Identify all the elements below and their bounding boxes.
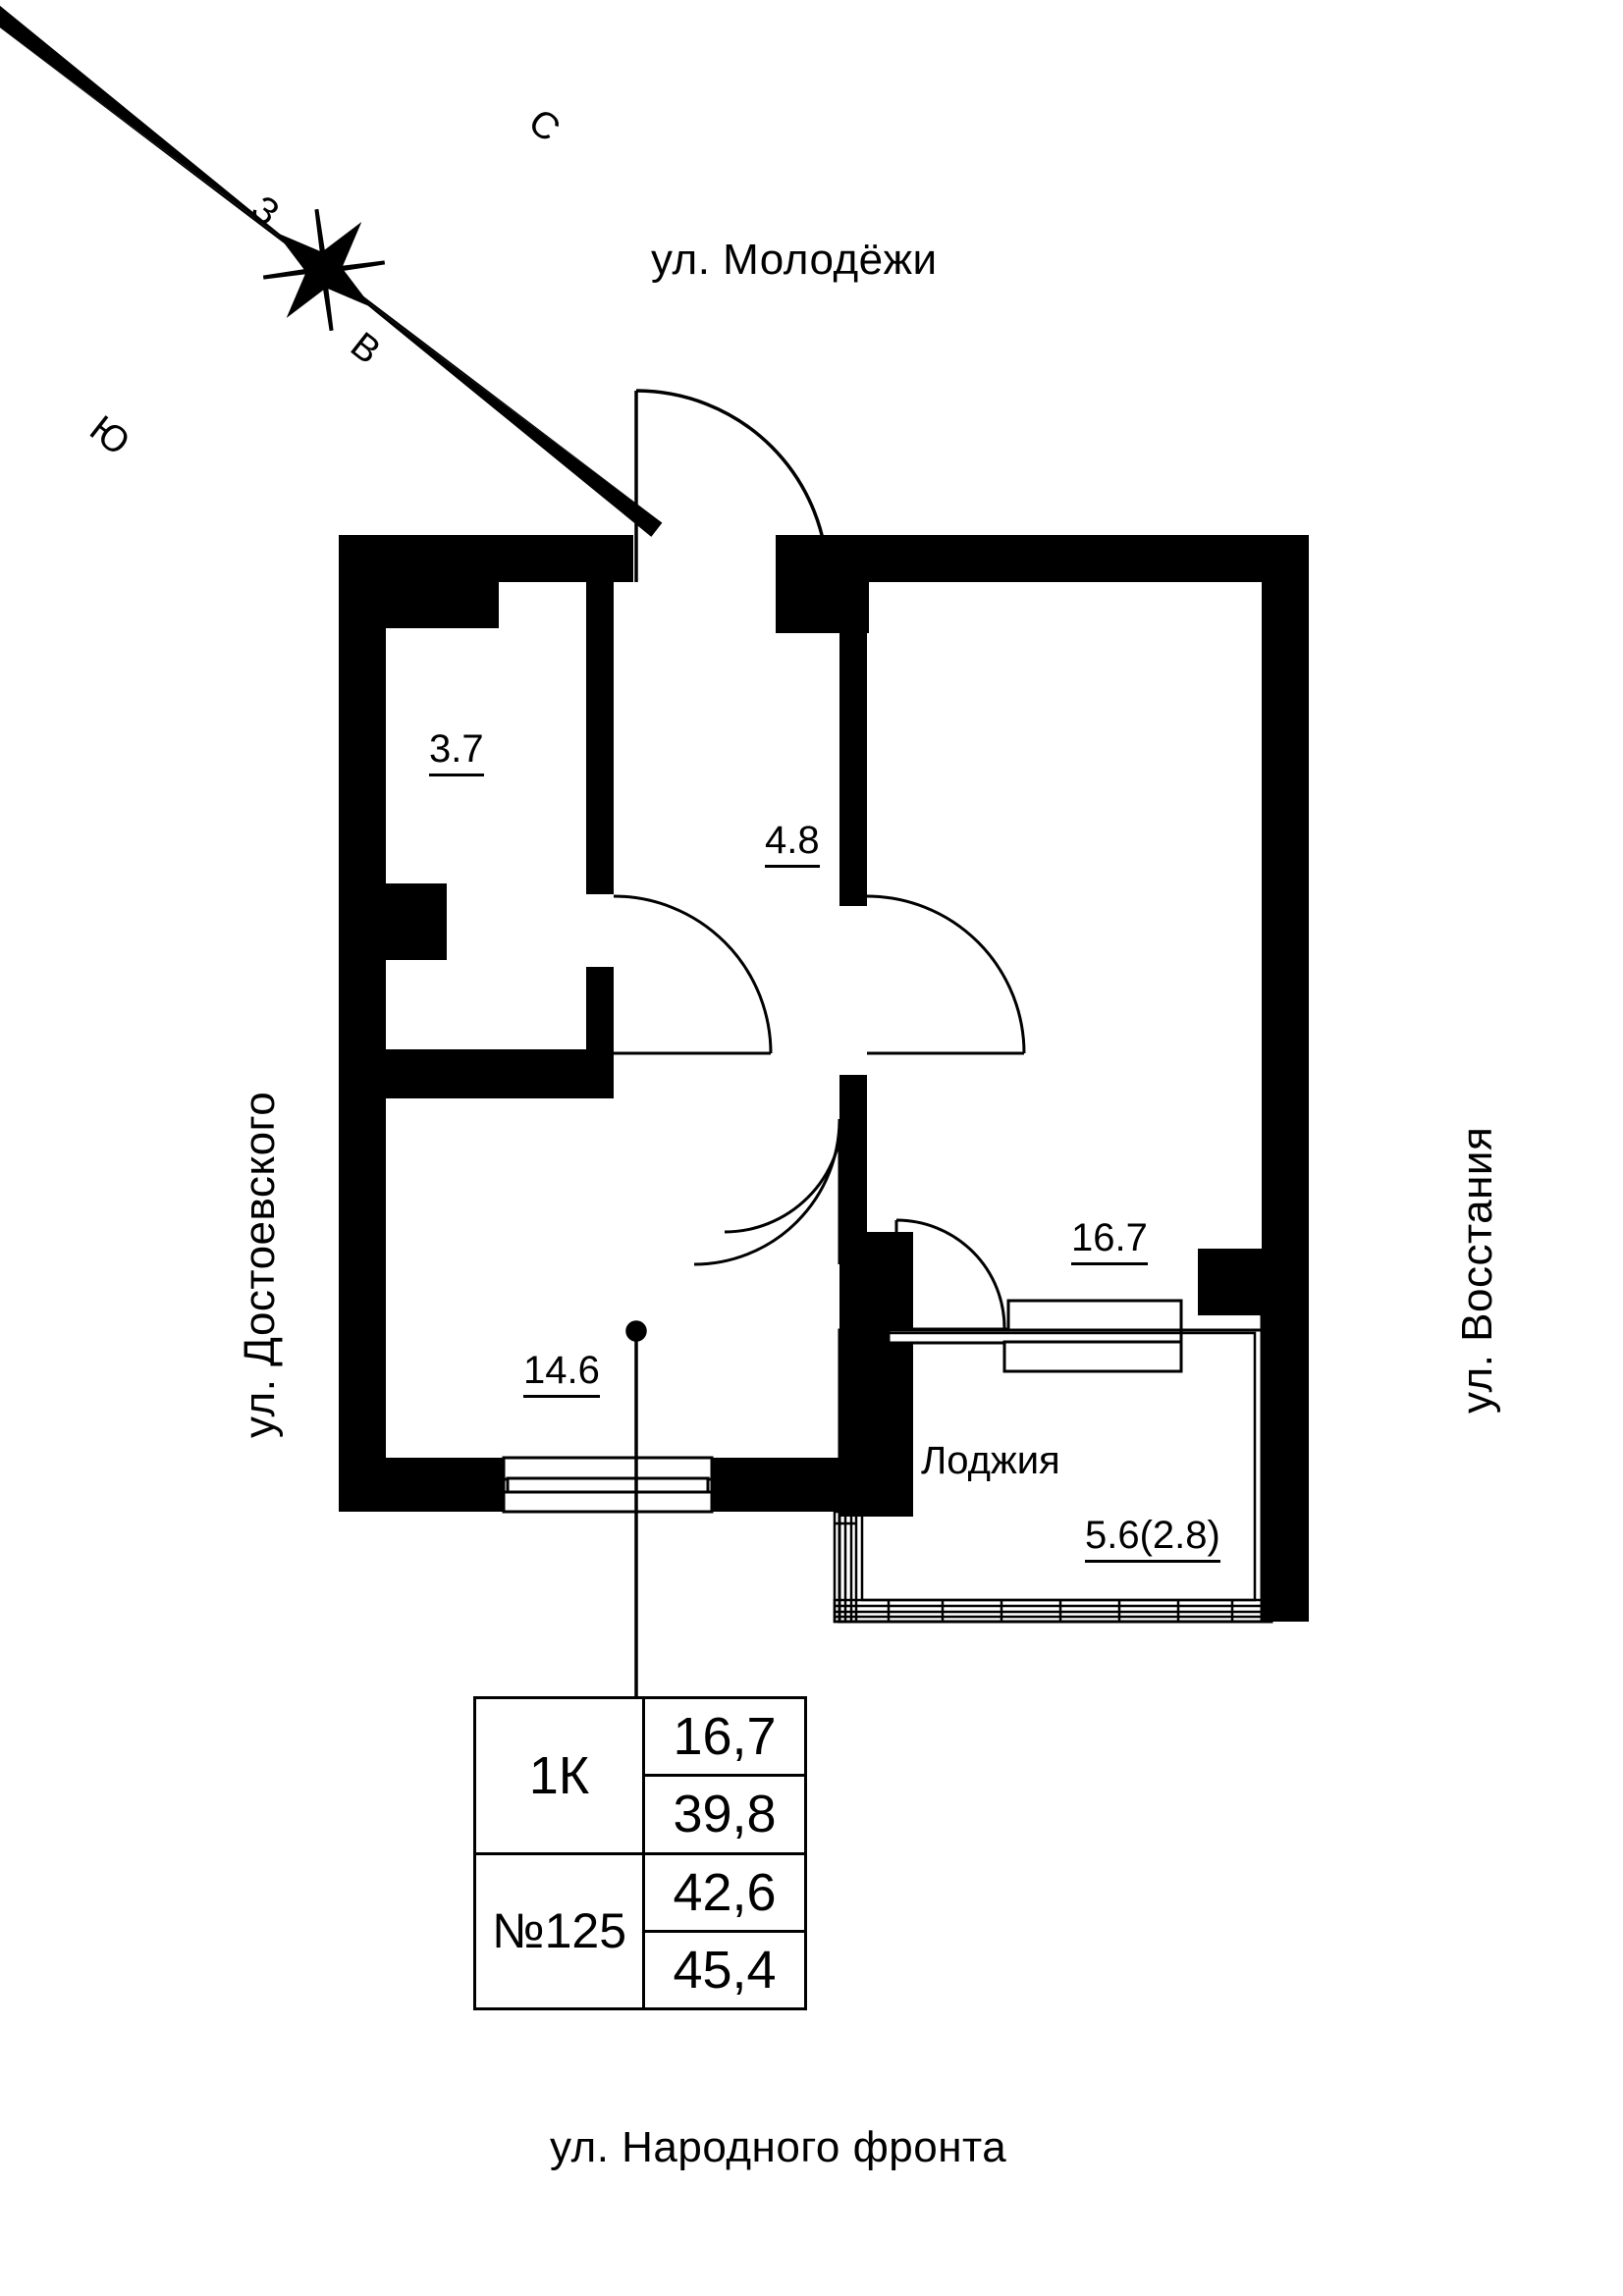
street-label-top: ул. Молодёжи	[651, 236, 938, 284]
compass-rose	[0, 3, 663, 537]
kitchen-room-door	[693, 1113, 844, 1266]
apartment-number-cell: №125	[491, 1903, 627, 1959]
entrance-door	[634, 389, 830, 583]
apartment-info-table: 1К №125 16,7 39,8 42,6 45,4	[473, 1696, 807, 2010]
area-label-bathroom: 3.7	[429, 728, 484, 776]
leader-line	[625, 1320, 647, 1696]
kitchen-window	[502, 1456, 714, 1514]
area-total-1-cell: 42,6	[645, 1855, 804, 1933]
apartment-type-cell: 1К	[476, 1699, 642, 1855]
loggia-glazing-bottom	[833, 1598, 1273, 1624]
street-label-right: ул. Восстания	[1453, 1126, 1501, 1414]
area-label-hallway: 4.8	[765, 820, 820, 868]
area-total-2-cell: 45,4	[673, 1940, 777, 2000]
living-room-door	[866, 894, 1026, 1055]
area-label-living-room: 16.7	[1071, 1217, 1148, 1265]
living-room-window	[887, 1299, 1183, 1373]
room-name-loggia: Лоджия	[921, 1439, 1060, 1482]
area-living-cell: 16,7	[645, 1699, 804, 1778]
balcony-door	[894, 1218, 1006, 1329]
street-label-left: ул. Достоевского	[236, 1091, 284, 1438]
loggia-structure	[833, 1328, 1273, 1624]
bathroom-door-leaf	[613, 894, 773, 1055]
area-without-loggia-cell: 39,8	[645, 1777, 804, 1855]
area-label-loggia: 5.6(2.8)	[1085, 1515, 1220, 1563]
walls	[339, 535, 1309, 1622]
info-table-left-column: 1К №125	[476, 1699, 645, 2007]
info-table-right-column: 16,7 39,8 42,6 45,4	[645, 1699, 804, 2007]
street-label-bottom: ул. Народного фронта	[550, 2123, 1007, 2171]
area-label-kitchen-room: 14.6	[523, 1350, 600, 1398]
